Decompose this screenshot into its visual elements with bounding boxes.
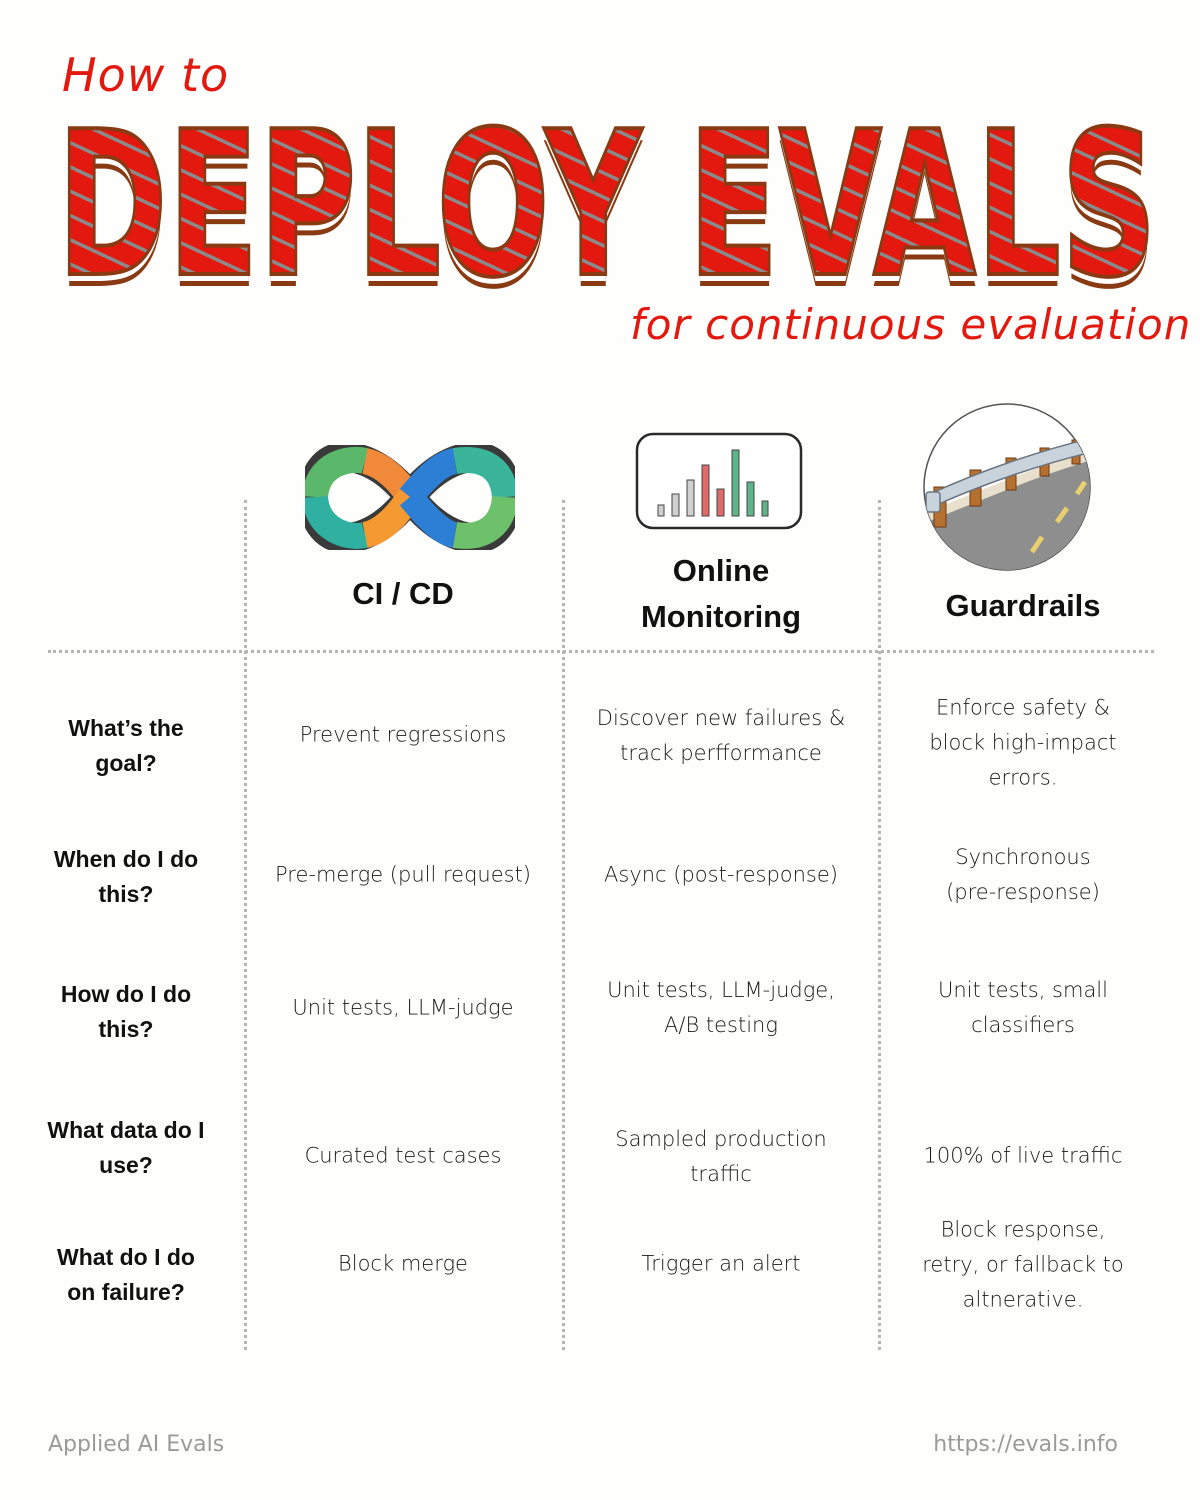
- infinity-loop-icon: [305, 445, 515, 550]
- column-title-cicd: CI / CD: [352, 576, 454, 611]
- page-title: DEPLOY EVALS DEPLOY EVALS DEPLOY EVALS: [55, 108, 1159, 298]
- bar-chart-icon: [635, 432, 803, 530]
- column-divider: [878, 500, 881, 1350]
- table-cell: Pre-merge (pull request): [275, 862, 531, 887]
- column-divider: [244, 500, 247, 1350]
- table-cell: Async (post-response): [604, 862, 838, 887]
- footer-brand: Applied AI Evals: [48, 1432, 225, 1457]
- table-cell: Prevent regressions: [299, 722, 507, 747]
- road-guardrail-icon: [923, 403, 1091, 571]
- table-cell: Unit tests, LLM-judge,A/B testing: [607, 978, 835, 1037]
- column-divider: [562, 500, 565, 1350]
- svg-text:DEPLOY EVALS: DEPLOY EVALS: [57, 108, 1157, 298]
- svg-text:DEPLOY EVALS: DEPLOY EVALS: [57, 108, 1157, 298]
- table-cell: Unit tests, LLM-judge: [292, 995, 514, 1020]
- svg-text:DEPLOY EVALS: DEPLOY EVALS: [57, 108, 1157, 298]
- table-cell: Trigger an alert: [641, 1251, 801, 1276]
- column-title-guardrails: Guardrails: [945, 588, 1101, 623]
- kicker-text: How to: [62, 48, 230, 102]
- column-title-online-monitoring: Online Monitoring: [640, 553, 802, 634]
- table-cell: 100% of live traffic: [923, 1143, 1123, 1168]
- subtitle-text: for continuous evaluation: [630, 300, 1192, 349]
- footer-url[interactable]: https://evals.info: [933, 1432, 1118, 1457]
- table-cell: Curated test cases: [304, 1143, 502, 1168]
- table-cell: Block merge: [338, 1251, 468, 1276]
- table-cell: Discover new failures &track perfformanc…: [596, 706, 846, 765]
- header-divider: [48, 650, 1154, 653]
- table-cell: Synchronous(pre-response): [946, 845, 1100, 904]
